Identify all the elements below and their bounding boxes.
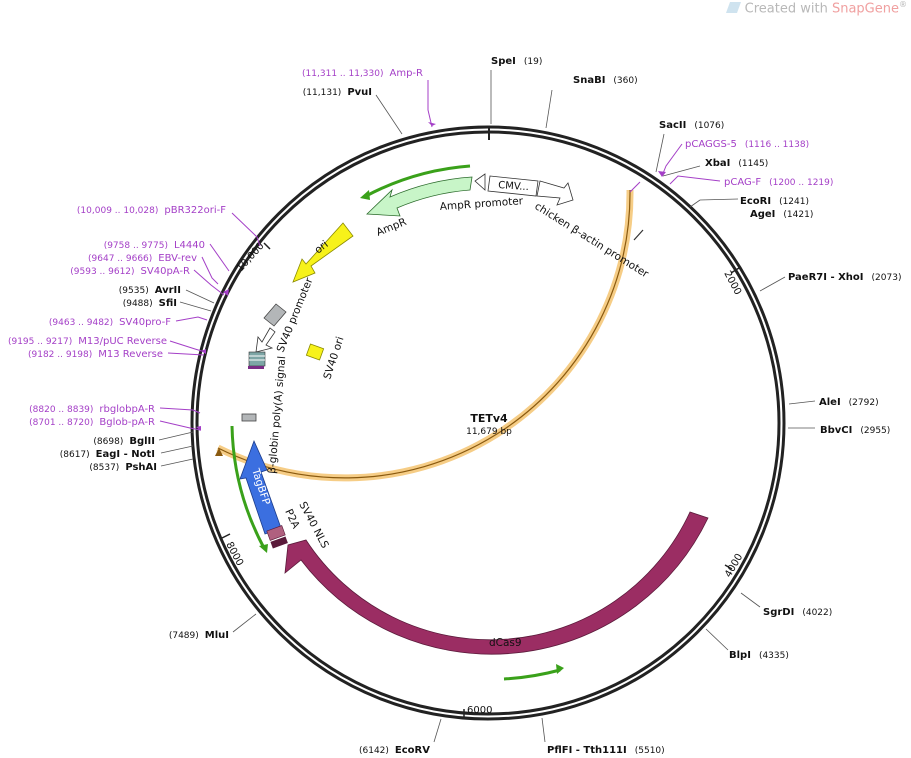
tick-10000 xyxy=(263,242,271,250)
enzyme-snabi[interactable]: SnaBI(360) xyxy=(573,75,638,86)
tick-8000 xyxy=(221,533,231,539)
tick-4000 xyxy=(724,564,733,570)
sv40-pa-stripes xyxy=(248,351,266,367)
enzyme-mlui[interactable]: (7489)MluI xyxy=(169,630,229,641)
enzyme-avrii[interactable]: (9535)AvrII xyxy=(119,285,181,296)
primer-sv40pa-r[interactable]: (9593 .. 9612)SV40pA-R xyxy=(70,266,190,277)
enzyme-pvui[interactable]: (11,131)PvuI xyxy=(303,87,372,98)
plasmid-name: TETv4 xyxy=(470,412,508,425)
green-arrow-top-head-icon xyxy=(360,190,370,200)
enzyme-eagi-noti[interactable]: (8617)EagI - NotI xyxy=(60,449,155,460)
primer-arrow-icon xyxy=(428,122,436,126)
brand-name: SnapGene xyxy=(831,1,899,17)
p2a-feature xyxy=(266,525,286,541)
enzyme-paer7i-xhoi[interactable]: PaeR7I - XhoI(2073) xyxy=(788,272,901,283)
ampr-label: AmpR xyxy=(375,216,409,239)
cmv-label: CMV... xyxy=(498,180,529,193)
primer-m13-puc-reverse[interactable]: (9195 .. 9217)M13/pUC Reverse xyxy=(8,336,167,347)
ampr-feature xyxy=(366,176,473,217)
dcas9-junction xyxy=(444,649,449,667)
enzyme-alei[interactable]: AleI(2792) xyxy=(819,397,879,408)
dcas9-feature xyxy=(284,511,709,655)
green-arrow-top xyxy=(365,164,471,198)
orange-feature-band-line xyxy=(217,189,631,479)
tick-label-6000: 6000 xyxy=(467,705,492,716)
enzyme-spei[interactable]: SpeI(19) xyxy=(491,56,542,67)
enzyme-agei[interactable]: AgeI(1421) xyxy=(750,209,813,220)
sv40-nls-feature xyxy=(270,536,288,549)
enzyme-bglii[interactable]: (8698)BglII xyxy=(93,436,155,447)
p2a-label: P2A xyxy=(282,507,302,531)
chicken-actin-promoter-feature xyxy=(536,180,574,206)
green-arrow-bottom xyxy=(503,668,561,681)
enzyme-sacii[interactable]: SacII(1076) xyxy=(659,120,724,131)
green-arrow-bottom-head-icon xyxy=(556,664,564,674)
primer-pcag-f[interactable]: pCAG-F(1200 .. 1219) xyxy=(724,177,833,188)
enzyme-xbai[interactable]: XbaI(1145) xyxy=(705,158,768,169)
primer-rbglobpa-r[interactable]: (8820 .. 8839)rbglobpA-R xyxy=(29,404,155,415)
beta-globin-polya-label: β-globin poly(A) signal xyxy=(266,356,288,475)
sv40-ori-feature xyxy=(305,343,325,361)
brand-mark: ® xyxy=(899,0,907,9)
enzyme-pshai[interactable]: (8537)PshAI xyxy=(89,462,157,473)
enzyme-sgrdi[interactable]: SgrDI(4022) xyxy=(763,607,832,618)
primer-pbr322ori-f[interactable]: (10,009 .. 10,028)pBR322ori-F xyxy=(77,205,226,216)
primer-sv40pro-f[interactable]: (9463 .. 9482)SV40pro-F xyxy=(49,317,171,328)
enzyme-pflfi-tth111i[interactable]: PflFI - Tth111I(5510) xyxy=(547,745,665,756)
ori-feature xyxy=(292,222,354,283)
dcas9-label: dCas9 xyxy=(489,637,522,649)
primer-arrow-icon xyxy=(201,349,206,354)
tick-2000 xyxy=(730,267,740,274)
green-arrow-left-head-icon xyxy=(259,544,268,553)
sv40-pa-marker xyxy=(248,366,264,369)
beta-globin-polya-feature xyxy=(241,413,257,422)
primer-ebv-rev[interactable]: (9647 .. 9666)EBV-rev xyxy=(88,253,197,264)
primer-arrow-icon xyxy=(658,171,666,177)
brand-prefix: Created with xyxy=(744,1,832,17)
primer-bglob-pa-r[interactable]: (8701 .. 8720)Bglob-pA-R xyxy=(29,417,155,428)
tick-label-2000: 2000 xyxy=(721,269,743,297)
primer-pcaggs-5[interactable]: pCAGGS-5(1116 .. 1138) xyxy=(685,139,809,150)
sv40-ori-label: SV40 ori xyxy=(321,335,346,381)
plasmid-size: 11,679 bp xyxy=(466,427,512,437)
ampr-promoter-feature xyxy=(474,173,486,191)
primer-arrow-icon xyxy=(196,426,201,431)
chicken-actin-promoter-label: chicken β-actin promoter xyxy=(532,200,651,280)
snapgene-brand: Created with SnapGene® xyxy=(725,0,907,17)
cmv-feature xyxy=(487,175,539,197)
sv40-promoter-arrow xyxy=(255,327,276,353)
enzyme-ecorv[interactable]: (6142)EcoRV xyxy=(359,745,430,756)
promoter-marker xyxy=(633,229,644,241)
enzyme-sfii[interactable]: (9488)SfiI xyxy=(123,298,177,309)
enzyme-bbvci[interactable]: BbvCI(2955) xyxy=(820,425,890,436)
ampr-promoter-label: AmpR promoter xyxy=(439,195,524,213)
primer-amp-r[interactable]: (11,311 .. 11,330)Amp-R xyxy=(302,68,423,79)
primer-m13-reverse[interactable]: (9182 .. 9198)M13 Reverse xyxy=(28,349,163,360)
sv40-promoter-feature xyxy=(263,303,287,327)
enzyme-ecori[interactable]: EcoRI(1241) xyxy=(740,196,809,207)
orange-band-arrow-icon xyxy=(215,448,223,456)
green-arrow-left xyxy=(230,425,266,549)
primer-arrow-icon xyxy=(223,289,229,296)
enzyme-blpi[interactable]: BlpI(4335) xyxy=(729,650,789,661)
primer-l4440[interactable]: (9758 .. 9775)L4440 xyxy=(104,240,205,251)
